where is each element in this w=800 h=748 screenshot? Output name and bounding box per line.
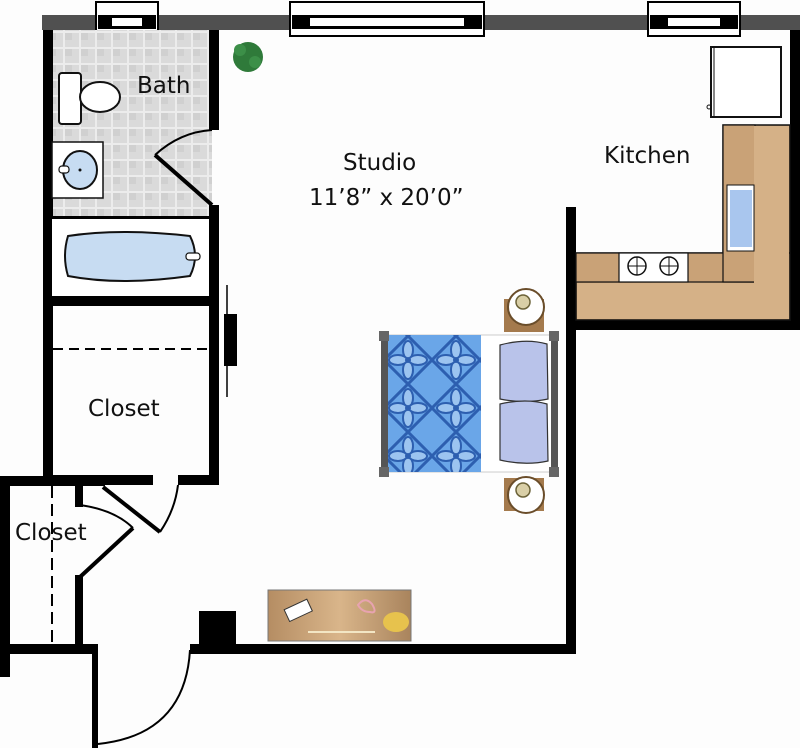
room-label-kitchen: Kitchen (604, 143, 691, 169)
refrigerator-icon (706, 46, 782, 118)
room-dimensions-studio: 11’8” x 20’0” (309, 185, 464, 211)
stove-icon (618, 252, 689, 283)
column (199, 611, 236, 647)
closet-2-door (78, 504, 135, 579)
room-label-studio: Studio (343, 150, 417, 176)
window-2 (289, 1, 485, 37)
closet-1-door (101, 484, 179, 534)
window-3 (647, 1, 741, 37)
entry-door (97, 649, 191, 745)
nightstand-top (504, 288, 545, 332)
toilet-icon (58, 72, 121, 125)
plant-icon (233, 42, 263, 72)
nightstand-bottom (504, 476, 545, 514)
bathtub-icon (52, 219, 209, 296)
closet-door-sliding (224, 285, 237, 397)
bath-door (153, 129, 214, 207)
bed-icon (379, 331, 559, 477)
room-label-closet-1: Closet (88, 396, 160, 422)
sink-icon (51, 141, 104, 199)
room-label-bath: Bath (137, 73, 191, 99)
room-label-closet-2: Closet (15, 520, 87, 546)
kitchen-sink-icon (726, 184, 755, 252)
desk-icon (267, 589, 412, 642)
